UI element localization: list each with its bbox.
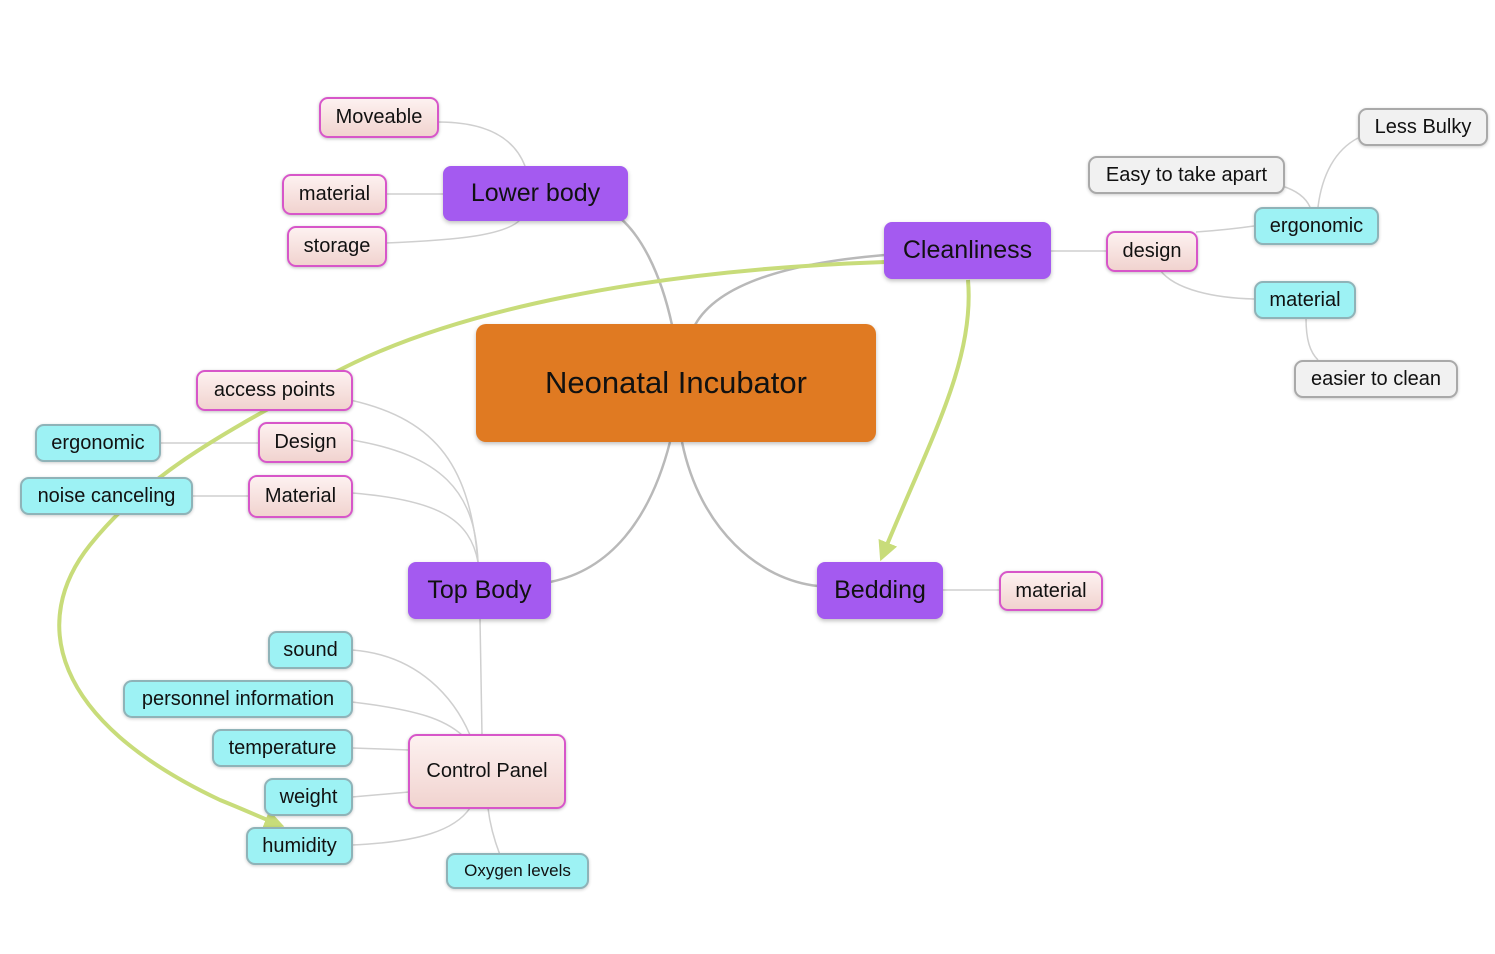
subtopic-easier-to-clean[interactable]: easier to clean	[1294, 360, 1458, 398]
connector-central-lower-body	[619, 217, 674, 326]
connector-lower-storage	[385, 219, 521, 244]
topic-cleanliness[interactable]: Cleanliness	[884, 222, 1051, 279]
subtopic-control-panel[interactable]: Control Panel	[408, 734, 566, 809]
connector-control-humidity	[351, 807, 471, 846]
subtopic-top-design[interactable]: Design	[258, 422, 353, 463]
connector-control-oxygen	[487, 807, 501, 856]
connector-control-temperature	[351, 747, 410, 751]
subtopic-top-design-ergonomic[interactable]: ergonomic	[35, 424, 161, 462]
connector-topbody-material	[351, 492, 479, 563]
subtopic-less-bulky[interactable]: Less Bulky	[1358, 108, 1488, 146]
connector-topbody-design	[351, 439, 479, 563]
subtopic-noise-canceling[interactable]: noise canceling	[20, 477, 193, 515]
subtopic-bedding-material[interactable]: material	[999, 571, 1103, 611]
connector-topbody-control	[479, 618, 483, 736]
subtopic-top-material[interactable]: Material	[248, 475, 353, 518]
connector-control-weight	[351, 791, 410, 798]
subtopic-temperature[interactable]: temperature	[212, 729, 353, 767]
connector-ergonomic-less-bulky	[1317, 137, 1359, 208]
subtopic-storage[interactable]: storage	[287, 226, 387, 267]
subtopic-access-points[interactable]: access points	[196, 370, 353, 411]
subtopic-cleanliness-material[interactable]: material	[1254, 281, 1356, 319]
connector-topbody-access	[349, 399, 479, 563]
connector-central-cleanliness	[693, 253, 886, 326]
subtopic-cleanliness-ergonomic[interactable]: ergonomic	[1254, 207, 1379, 245]
connector-central-bedding	[680, 441, 819, 588]
subtopic-easy-to-take-apart[interactable]: Easy to take apart	[1088, 156, 1285, 194]
topic-lower-body[interactable]: Lower body	[443, 166, 628, 221]
subtopic-weight[interactable]: weight	[264, 778, 353, 816]
connector-material-easier-clean	[1305, 317, 1319, 361]
subtopic-moveable[interactable]: Moveable	[319, 97, 439, 138]
subtopic-lower-material[interactable]: material	[282, 174, 387, 215]
central-topic[interactable]: Neonatal Incubator	[476, 324, 876, 442]
connector-control-sound	[351, 649, 471, 736]
connector-lower-moveable	[437, 121, 526, 167]
subtopic-oxygen-levels[interactable]: Oxygen levels	[446, 853, 589, 889]
connector-central-top-body	[549, 441, 672, 584]
connector-design-material	[1159, 269, 1255, 300]
connector-design-ergonomic	[1195, 225, 1255, 233]
subtopic-cleanliness-design[interactable]: design	[1106, 231, 1198, 272]
topic-top-body[interactable]: Top Body	[408, 562, 551, 619]
connector-ergonomic-easy-apart	[1281, 185, 1311, 208]
subtopic-personnel-information[interactable]: personnel information	[123, 680, 353, 718]
topic-bedding[interactable]: Bedding	[817, 562, 943, 619]
relationship-arrow-cleanliness-to-bedding	[878, 279, 971, 562]
subtopic-sound[interactable]: sound	[268, 631, 353, 669]
connector-control-personnel	[351, 701, 463, 736]
subtopic-humidity[interactable]: humidity	[246, 827, 353, 865]
